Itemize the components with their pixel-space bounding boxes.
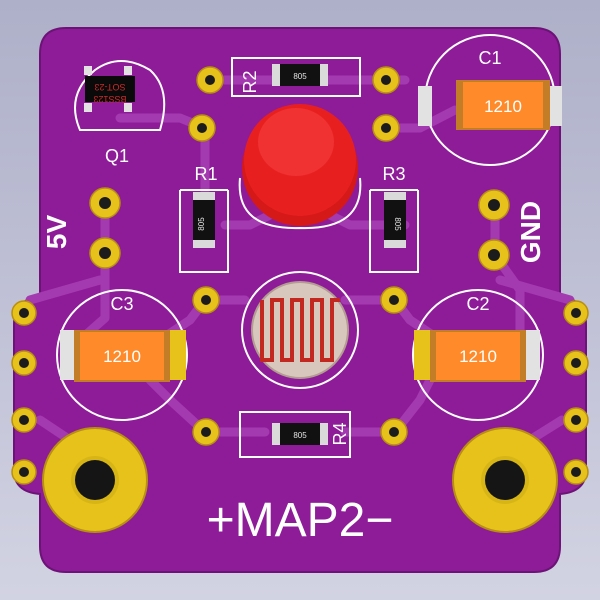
pad-ldr-left [192, 286, 220, 314]
label-gnd: GND [515, 201, 546, 263]
pad-r2-left-bottom [188, 114, 216, 142]
c1-capacitor: 1210 C1 [418, 34, 562, 166]
c3-label: C3 [110, 294, 133, 314]
r4-resistor: 805 R4 [239, 411, 351, 458]
q1-body [85, 76, 135, 102]
c3-size: 1210 [103, 347, 141, 366]
pad-r4-left [192, 418, 220, 446]
red-led [238, 104, 362, 230]
r4-size: 805 [293, 431, 307, 440]
pad-ldr-right [380, 286, 408, 314]
r3-resistor: R3 805 [369, 164, 419, 273]
pad-left-1 [11, 300, 37, 326]
c2-capacitor: 1210 C2 [412, 289, 544, 421]
pad-gnd-1 [478, 189, 510, 221]
pad-5v-2 [89, 237, 121, 269]
mounting-hole-left [42, 427, 148, 533]
pad-r4-right [380, 418, 408, 446]
pad-left-4 [11, 459, 37, 485]
q1-code: BSS123 [93, 94, 126, 104]
r3-size: 805 [393, 217, 402, 231]
c2-size: 1210 [459, 347, 497, 366]
c3-capacitor: 1210 C3 [56, 289, 188, 421]
pad-r2-right-bottom [372, 114, 400, 142]
r4-label: R4 [330, 422, 350, 445]
pad-r2-left-top [196, 66, 224, 94]
r1-resistor: R1 805 [179, 164, 229, 273]
q1-label: Q1 [105, 146, 129, 166]
r1-size: 805 [197, 217, 206, 231]
pad-right-4 [563, 459, 589, 485]
r1-label: R1 [194, 164, 217, 184]
pad-left-2 [11, 350, 37, 376]
pad-gnd-2 [478, 239, 510, 271]
c1-size: 1210 [484, 97, 522, 116]
r2-label: R2 [240, 70, 260, 93]
tht-pads [11, 66, 589, 485]
label-5v: 5V [41, 215, 72, 250]
pad-5v-1 [89, 187, 121, 219]
c2-label: C2 [466, 294, 489, 314]
c1-label: C1 [478, 48, 501, 68]
pad-left-3 [11, 407, 37, 433]
pad-right-1 [563, 300, 589, 326]
pad-r2-right-top [372, 66, 400, 94]
mounting-hole-right [452, 427, 558, 533]
r2-resistor: 805 R2 [231, 57, 361, 97]
q1-marking: SOT-23 [94, 82, 125, 92]
q1-transistor: SOT-23 BSS123 Q1 [74, 60, 166, 166]
photoresistor [241, 271, 359, 389]
pad-right-2 [563, 350, 589, 376]
board-title: +MAP2− [207, 494, 394, 547]
pad-right-3 [563, 407, 589, 433]
r2-size: 805 [293, 72, 307, 81]
r3-label: R3 [382, 164, 405, 184]
